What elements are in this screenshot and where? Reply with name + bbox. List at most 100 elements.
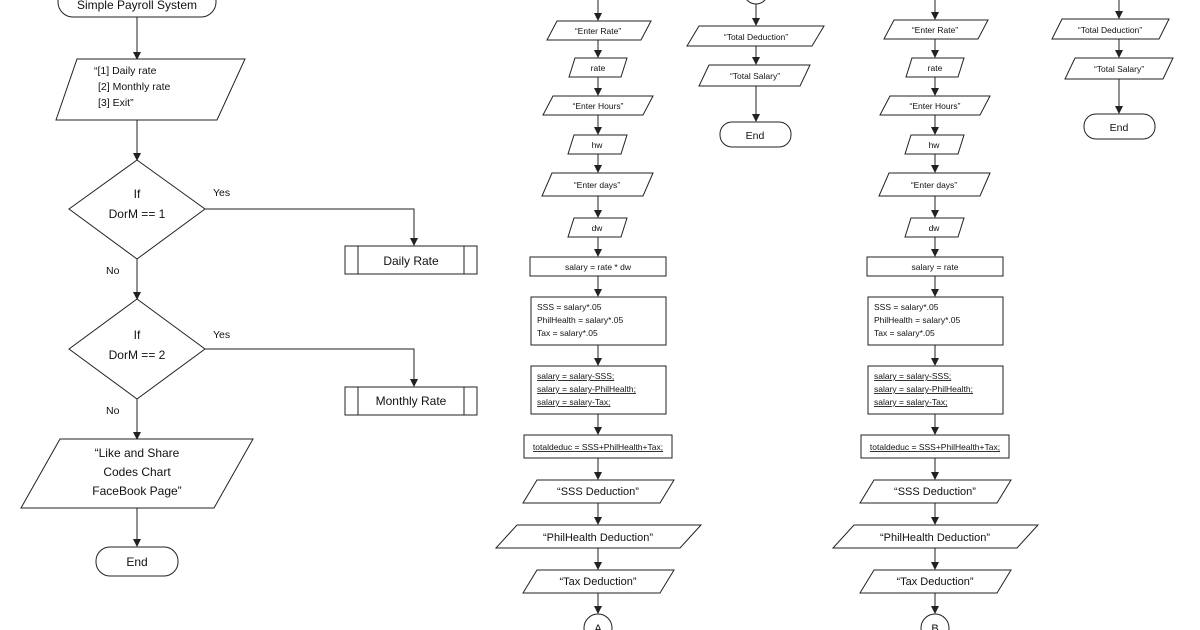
arrow-yes-monthly <box>205 348 418 387</box>
share-line-1: “Like and Share <box>95 446 180 460</box>
tax-output <box>522 569 675 594</box>
yes-label: Yes <box>213 187 230 199</box>
no-label: No <box>106 405 120 417</box>
salary-label: salary = rate * dw <box>565 262 632 272</box>
monthly-rate-continuation: “Total Deduction” “Total Salary” End <box>1051 0 1174 140</box>
enter-rate-input <box>546 20 652 41</box>
no-label: No <box>106 265 120 277</box>
main-flow: Simple Payroll System “[1] Daily rate [2… <box>20 0 478 577</box>
enter-days-input <box>541 172 654 197</box>
connector-b-label: B <box>931 623 938 630</box>
philhealth-output <box>494 524 703 549</box>
monthly-rate-flow: “Enter Rate” rate “Enter Hours” hw “Ente… <box>831 0 1040 630</box>
menu-output <box>55 58 246 121</box>
subtract-line: salary = salary-Tax; <box>537 397 610 407</box>
daily-rate-continuation: “Total Deduction” “Total Salary” End <box>686 0 825 148</box>
tax-output-label: “Tax Deduction” <box>559 576 636 588</box>
connector-b <box>920 613 950 630</box>
end-label: End <box>1110 122 1129 134</box>
total-salary-output <box>698 64 811 87</box>
daily-rate-process <box>344 245 478 275</box>
decision-daily-line-2: DorM == 1 <box>109 207 166 221</box>
yes-label: Yes <box>213 329 230 341</box>
enter-rate-input <box>883 19 989 40</box>
tax-output-label: “Tax Deduction” <box>896 576 973 588</box>
daily-rate-flow: “Enter Rate” rate “Enter Hours” hw “Ente… <box>494 0 703 630</box>
share-line-3: FaceBook Page” <box>92 484 181 498</box>
sss-output-label: “SSS Deduction” <box>894 486 976 498</box>
enter-hours-input <box>542 95 654 116</box>
total-salary-output-label: “Total Salary” <box>1094 64 1144 74</box>
rate-label: rate <box>928 63 943 73</box>
menu-line-1: “[1] Daily rate <box>94 65 157 77</box>
menu-line-2: [2] Monthly rate <box>98 81 171 93</box>
monthly-rate-label: Monthly Rate <box>376 394 447 408</box>
dw-label: dw <box>592 223 604 233</box>
subtract-line: salary = salary-PhilHealth; <box>874 384 973 394</box>
sss-output-label: “SSS Deduction” <box>557 486 639 498</box>
total-deduction-output <box>1051 18 1170 40</box>
monthly-rate-process <box>344 386 478 416</box>
subtract-line: salary = salary-PhilHealth; <box>537 384 636 394</box>
deduction-line: PhilHealth = salary*.05 <box>537 315 624 325</box>
end-label: End <box>746 130 765 142</box>
menu-line-3: [3] Exit” <box>98 97 134 109</box>
subtract-line: salary = salary-SSS; <box>537 371 614 381</box>
enter-days-label: “Enter days” <box>574 180 620 190</box>
dw-label: dw <box>929 223 941 233</box>
end-label: End <box>126 555 147 569</box>
hw-input <box>567 134 628 155</box>
deduction-line: Tax = salary*.05 <box>874 328 935 338</box>
arrow-yes-daily <box>205 208 418 246</box>
tax-output <box>859 569 1012 594</box>
total-deduction-output <box>686 25 825 47</box>
enter-hours-label: “Enter Hours” <box>572 101 623 111</box>
start-label: Simple Payroll System <box>77 0 197 12</box>
deduction-line: Tax = salary*.05 <box>537 328 598 338</box>
total-salary-output-label: “Total Salary” <box>730 71 780 81</box>
subtract-line: salary = salary-SSS; <box>874 371 951 381</box>
sss-output <box>522 479 675 504</box>
philhealth-output-label: “PhilHealth Deduction” <box>543 532 653 544</box>
deduction-line: PhilHealth = salary*.05 <box>874 315 961 325</box>
connector-a-label: A <box>594 623 602 630</box>
total-salary-output <box>1064 57 1174 80</box>
subtract-process <box>530 365 667 415</box>
salary-label: salary = rate <box>911 262 958 272</box>
subtract-process <box>867 365 1004 415</box>
philhealth-output-label: “PhilHealth Deduction” <box>880 532 990 544</box>
dw-input <box>904 217 965 238</box>
rate-label: rate <box>591 63 606 73</box>
hw-input <box>904 134 965 155</box>
sss-output <box>859 479 1012 504</box>
deductions-process <box>867 296 1004 346</box>
end-terminator <box>95 546 179 577</box>
enter-days-label: “Enter days” <box>911 180 957 190</box>
end-terminator <box>1083 113 1156 140</box>
daily-rate-label: Daily Rate <box>383 254 439 268</box>
total-deduction-label: totaldeduc = SSS+PhilHealth+Tax; <box>533 442 663 452</box>
end-terminator <box>719 121 792 148</box>
enter-days-input <box>878 172 991 197</box>
subtract-line: salary = salary-Tax; <box>874 397 947 407</box>
enter-hours-label: “Enter Hours” <box>909 101 960 111</box>
decision-monthly-line-1: If <box>134 328 141 342</box>
hw-label: hw <box>592 140 604 150</box>
share-output <box>20 438 254 509</box>
total-deduction-output-label: “Total Deduction” <box>724 32 788 42</box>
total-deduction-output-label: “Total Deduction” <box>1078 25 1142 35</box>
total-deduction-label: totaldeduc = SSS+PhilHealth+Tax; <box>870 442 1000 452</box>
connector-a-in <box>746 0 766 5</box>
decision-monthly-line-2: DorM == 2 <box>109 348 166 362</box>
connector-a <box>583 613 613 630</box>
deduction-line: SSS = salary*.05 <box>874 302 939 312</box>
enter-rate-label: “Enter Rate” <box>575 26 621 36</box>
enter-rate-label: “Enter Rate” <box>912 25 958 35</box>
decision-daily-line-1: If <box>134 187 141 201</box>
enter-hours-input <box>879 95 991 116</box>
dw-input <box>567 217 628 238</box>
rate-input <box>568 57 628 78</box>
rate-input <box>905 57 965 78</box>
hw-label: hw <box>929 140 941 150</box>
